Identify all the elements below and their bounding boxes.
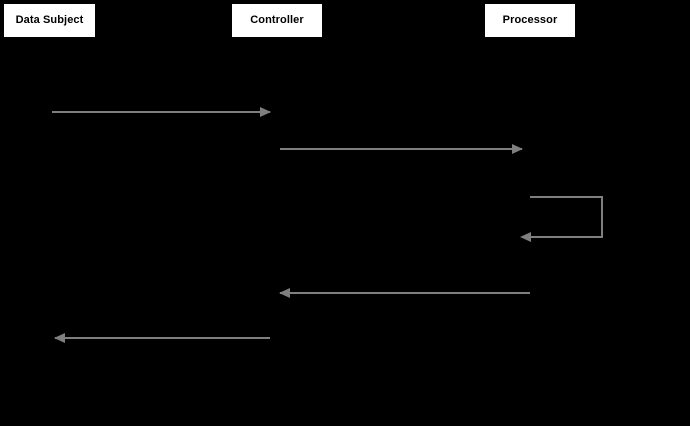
- arrowhead-left-icon: [279, 288, 290, 298]
- message-arrow-4[interactable]: [54, 333, 270, 343]
- participant-box-data-subject[interactable]: Data Subject: [4, 4, 95, 37]
- lifeline-processor: [530, 37, 531, 426]
- participant-box-controller[interactable]: Controller: [232, 4, 322, 37]
- self-message-segment-right: [601, 196, 603, 238]
- participant-label-data-subject: Data Subject: [15, 14, 84, 26]
- message-line-2: [280, 148, 522, 150]
- self-message-processor[interactable]: [520, 196, 603, 242]
- message-line-4: [55, 337, 270, 339]
- message-arrow-2[interactable]: [280, 144, 523, 154]
- self-message-segment-top: [530, 196, 603, 198]
- arrowhead-left-icon: [54, 333, 65, 343]
- lifeline-data-subject: [49, 37, 50, 426]
- message-arrow-3[interactable]: [279, 288, 530, 298]
- message-line-1: [52, 111, 270, 113]
- self-message-segment-bottom: [530, 236, 603, 238]
- participant-box-processor[interactable]: Processor: [485, 4, 575, 37]
- message-arrow-1[interactable]: [52, 107, 271, 117]
- participant-label-controller: Controller: [250, 14, 304, 26]
- arrowhead-right-icon: [512, 144, 523, 154]
- arrowhead-right-icon: [260, 107, 271, 117]
- arrowhead-left-icon: [520, 232, 531, 242]
- participant-label-processor: Processor: [502, 14, 558, 26]
- message-line-3: [280, 292, 530, 294]
- lifeline-controller: [277, 37, 278, 426]
